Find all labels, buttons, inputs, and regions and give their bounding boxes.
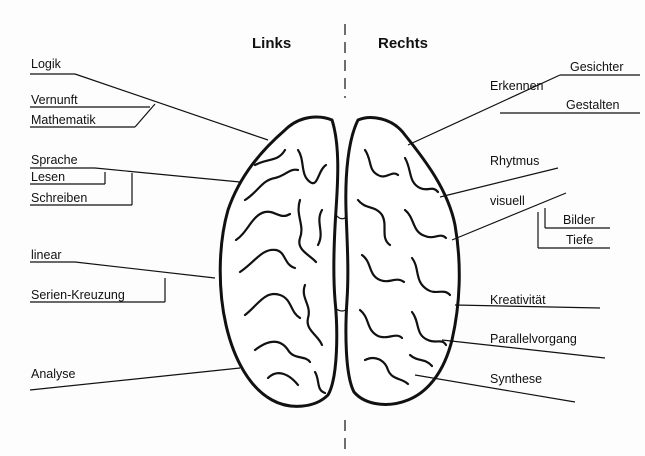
label-analyse: Analyse xyxy=(31,367,76,381)
label-sprache: Sprache xyxy=(31,153,78,167)
label-bilder: Bilder xyxy=(563,213,595,227)
label-visuell: visuell xyxy=(490,194,525,208)
heading-rechts: Rechts xyxy=(378,35,428,52)
left-hemisphere xyxy=(220,117,338,406)
brain xyxy=(220,117,459,406)
label-parallelvorgang: Parallelvorgang xyxy=(490,332,577,346)
label-serien-kreuzung: Serien-Kreuzung xyxy=(31,288,125,302)
label-lesen: Lesen xyxy=(31,170,65,184)
right-labels: Gesichter Erkennen Gestalten Rhytmus vis… xyxy=(490,60,624,386)
right-hemisphere xyxy=(346,118,459,405)
label-gesichter: Gesichter xyxy=(570,60,624,74)
label-tiefe: Tiefe xyxy=(566,233,593,247)
label-kreativitaet: Kreativität xyxy=(490,293,546,307)
label-rhytmus: Rhytmus xyxy=(490,154,539,168)
label-mathematik: Mathematik xyxy=(31,113,96,127)
label-erkennen: Erkennen xyxy=(490,79,544,93)
label-logik: Logik xyxy=(31,57,62,71)
label-gestalten: Gestalten xyxy=(566,98,620,112)
label-synthese: Synthese xyxy=(490,372,542,386)
label-vernunft: Vernunft xyxy=(31,93,78,107)
heading-links: Links xyxy=(252,35,291,52)
label-schreiben: Schreiben xyxy=(31,191,87,205)
left-labels: Logik Vernunft Mathematik Sprache Lesen … xyxy=(31,57,125,381)
label-linear: linear xyxy=(31,248,62,262)
